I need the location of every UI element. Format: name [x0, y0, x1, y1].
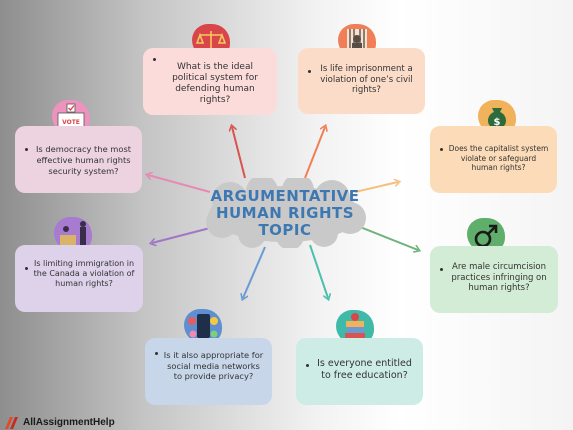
brand-mark-icon	[4, 415, 20, 429]
arrow-left-lower	[152, 227, 211, 243]
arrow-bottom-right	[309, 244, 328, 298]
bullet	[308, 70, 311, 73]
bullet	[306, 364, 309, 367]
social-media-icon	[184, 309, 222, 343]
arrow-bottom-left	[243, 246, 266, 298]
topic-card-capitalist-system: Does the capitalist system violate or sa…	[430, 126, 557, 193]
arrow-right-lower	[354, 224, 418, 250]
ballot-box-icon: VOTE	[52, 100, 90, 134]
topic-text: What is the ideal political system for d…	[172, 62, 258, 105]
topic-card-limiting-immigration: Is limiting immigration in the Canada a …	[15, 245, 143, 312]
arrow-left-upper	[148, 175, 211, 193]
topic-text: Does the capitalist system violate or sa…	[448, 144, 549, 172]
topic-card-social-media-privacy: Is it also appropriate for social media …	[145, 338, 272, 405]
center-title: ARGUMENTATIVE HUMAN RIGHTS TOPIC	[210, 187, 360, 239]
brand-logo: AllAssignmentHelp	[4, 414, 115, 430]
arrow-top-left	[232, 127, 246, 179]
topic-card-male-circumcision: Are male circumcision practices infringi…	[430, 246, 558, 313]
topic-text: Is life imprisonment a violation of one’…	[320, 64, 413, 95]
topic-card-political-system: What is the ideal political system for d…	[143, 48, 277, 115]
bullet	[155, 352, 158, 355]
cloud-shape	[206, 178, 366, 248]
arrow-right-upper	[354, 182, 398, 193]
brand-name: AllAssignmentHelp	[23, 416, 115, 428]
bullet	[440, 148, 443, 151]
topic-text: Are male circumcision practices infringi…	[451, 262, 547, 293]
topic-text: Is everyone entitled to free education?	[317, 358, 412, 381]
topic-card-free-education: Is everyone entitled to free education?	[296, 338, 423, 405]
svg-text:$: $	[494, 117, 501, 128]
center-cloud: ARGUMENTATIVE HUMAN RIGHTS TOPIC	[200, 178, 370, 248]
topic-text: Is limiting immigration in the Canada a …	[33, 259, 135, 288]
bullet	[440, 268, 443, 271]
topic-text: Is democracy the most effective human ri…	[35, 144, 132, 176]
bullet	[25, 148, 28, 151]
arrow-top-right	[304, 127, 325, 179]
bullet	[25, 267, 28, 270]
topic-card-life-imprisonment: Is life imprisonment a violation of one’…	[298, 48, 425, 114]
topic-text: Is it also appropriate for social media …	[163, 350, 264, 381]
topic-card-democracy: Is democracy the most effective human ri…	[15, 126, 142, 193]
vote-label: VOTE	[62, 119, 80, 126]
bullet	[153, 58, 156, 61]
